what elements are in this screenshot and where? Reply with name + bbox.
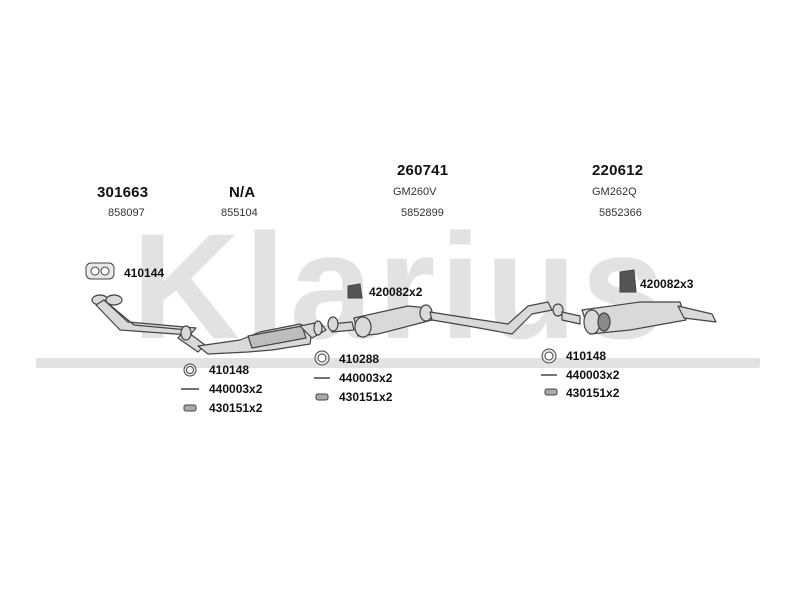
accessory-label-front-spring: 430151x2 [209,401,263,415]
hanger-icon [347,283,363,299]
middle-silencer [327,301,564,338]
sub-number-middle-silencer: 5852899 [401,207,444,219]
accessory-label-mid-hanger: 420082x2 [369,285,423,299]
accessory-label-rear-spring: 430151x2 [566,386,620,400]
sub-number-catalyst: 855104 [221,207,258,219]
oem-ref-middle-silencer: GM260V [393,186,437,198]
part-number-middle-silencer: 260741 [397,162,449,179]
svg-text:Klarius: Klarius [132,202,669,370]
rear-silencer [561,301,717,335]
accessory-label-rear-hanger: 420082x3 [640,277,694,291]
spring-icon [315,393,329,401]
accessory-label-mid-bolt: 440003x2 [339,371,393,385]
spring-icon [544,388,558,396]
part-number-catalyst: N/A [229,184,256,201]
spring-icon [183,404,197,412]
oem-ref-rear-silencer: GM262Q [592,186,637,198]
accessory-label-front-bolt: 440003x2 [209,382,263,396]
accessory-label-front-ring: 410148 [209,363,250,377]
sub-number-front-pipe: 858097 [108,207,145,219]
part-number-front-pipe: 301663 [97,184,149,201]
catalyst [197,320,327,355]
accessory-label-rear-ring: 410148 [566,349,607,363]
accessory-label-rear-bolt: 440003x2 [566,368,620,382]
hanger-icon [619,269,637,293]
front-pipe [91,294,206,353]
sub-number-rear-silencer: 5852366 [599,207,642,219]
gasket-icon [85,262,115,280]
accessory-label-front-gasket: 410144 [124,266,165,280]
part-number-rear-silencer: 220612 [592,162,644,179]
accessory-label-mid-spring: 430151x2 [339,390,393,404]
accessory-label-mid-ring: 410288 [339,352,380,366]
